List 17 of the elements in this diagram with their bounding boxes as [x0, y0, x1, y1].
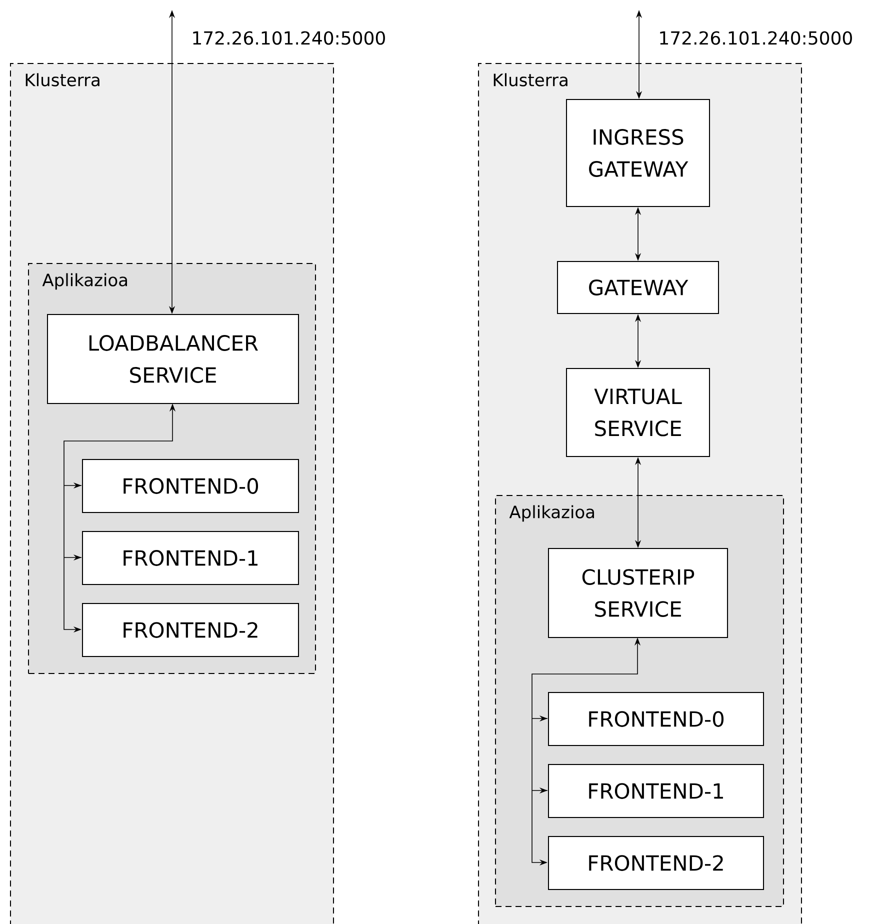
group-heading: Klusterra — [26, 73, 100, 86]
process-box: FRONTEND-2 — [548, 836, 764, 890]
process-box: FRONTEND-2 — [82, 603, 299, 657]
process-box: CLUSTERIP SERVICE — [548, 548, 728, 638]
process-box: FRONTEND-0 — [82, 459, 299, 513]
process-box: INGRESS GATEWAY — [566, 99, 710, 207]
process-box: GATEWAY — [557, 261, 719, 314]
group-heading: Aplikazioa — [42, 273, 127, 290]
group-heading: Aplikazioa — [509, 505, 594, 522]
edge-label: 172.26.101.240:5000 — [657, 30, 854, 46]
edge-label: 172.26.101.240:5000 — [190, 30, 388, 46]
process-box: FRONTEND-1 — [548, 764, 764, 818]
process-box: FRONTEND-1 — [82, 531, 299, 585]
process-box: FRONTEND-0 — [548, 692, 764, 746]
group-heading: Klusterra — [494, 73, 568, 86]
process-box: LOADBALANCER SERVICE — [47, 314, 299, 404]
process-box: VIRTUAL SERVICE — [566, 368, 710, 457]
